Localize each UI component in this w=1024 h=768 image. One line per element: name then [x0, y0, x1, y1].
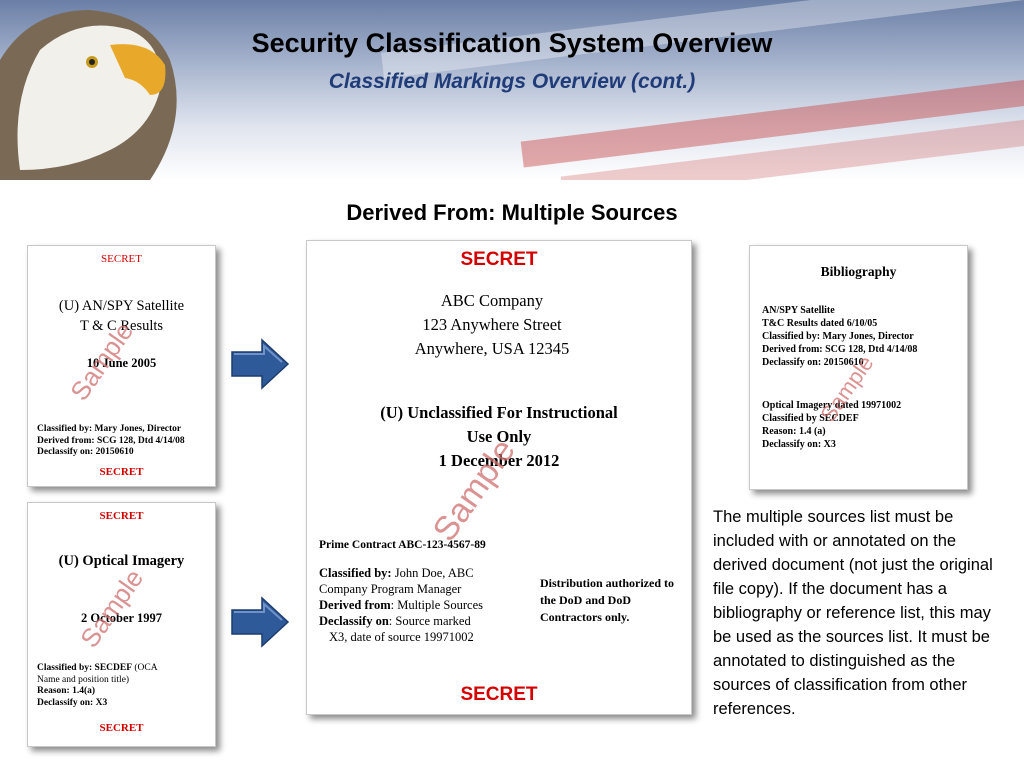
declassify-value: : Source marked	[388, 614, 471, 628]
entry-line: T&C Results dated 6/10/05	[762, 318, 878, 329]
company-name: ABC Company	[440, 291, 544, 310]
declassify-value: X3, date of source 19971002	[329, 630, 474, 644]
bibliography-entry: AN/SPY Satellite T&C Results dated 6/10/…	[762, 304, 917, 369]
section-heading: Derived From: Multiple Sources	[346, 200, 678, 225]
classified-by: Classified by: John Doe, ABC	[319, 565, 534, 581]
document-date: 2 October 1997	[80, 611, 162, 625]
distribution-statement: Distribution authorized to the DoD and D…	[540, 576, 675, 624]
header-banner	[0, 0, 1024, 180]
bibliography-entry: Optical Imagery dated 19971002 Classifie…	[762, 399, 901, 451]
classification-block: Classified by: Mary Jones, Director Deri…	[37, 424, 185, 459]
entry-line: Classified by: Mary Jones, Director	[762, 331, 914, 342]
classification-marking-bottom: SECRET	[99, 722, 144, 734]
arrow-right-icon	[231, 596, 290, 648]
entry-line: Declassify on: 20150610	[762, 357, 864, 368]
classification-marking-top: SECRET	[99, 510, 144, 522]
classified-by-value: John Doe, ABC	[391, 566, 474, 580]
classification-block: Classified by: SECDEF (OCA Name and posi…	[37, 663, 158, 709]
classification-marking-bottom: SECRET	[460, 684, 538, 705]
contract-number: Prime Contract ABC-123-4567-89	[319, 539, 486, 551]
title-line: T & C Results	[79, 318, 164, 334]
derived-from-label: Derived from	[319, 598, 391, 612]
entry-line: Derived from: SCG 128, Dtd 4/14/08	[762, 344, 918, 355]
derived-document: SECRET ABC Company 123 Anywhere Street A…	[306, 240, 692, 715]
declassify-on: Declassify on: Source marked	[319, 613, 534, 629]
page-title: Security Classification System Overview	[251, 28, 773, 58]
title-line: (U) AN/SPY Satellite	[58, 298, 185, 314]
address-city: Anywhere, USA 12345	[414, 339, 570, 358]
document-date: 1 December 2012	[438, 451, 560, 470]
eagle-logo	[0, 10, 177, 180]
classified-by-value: Company Program Manager	[319, 582, 462, 596]
sample-watermark: Sample	[74, 563, 150, 653]
bibliography-document: Bibliography AN/SPY Satellite T&C Result…	[749, 245, 968, 490]
entry-line: Optical Imagery dated 19971002	[762, 400, 902, 411]
declassify-on: Declassify on: 20150610	[37, 447, 134, 457]
classification-marking-bottom: SECRET	[99, 466, 144, 478]
title-line: Use Only	[466, 427, 532, 446]
classified-by: Classified by: SECDEF (OCA	[37, 663, 158, 675]
document-title: (U) AN/SPY Satellite T & C Results	[28, 296, 215, 336]
derived-from: Derived from: Multiple Sources	[319, 597, 534, 613]
document-title: (U) Optical Imagery	[58, 553, 185, 569]
title-line: (U) Unclassified For Instructional	[380, 403, 618, 422]
page-subtitle: Classified Markings Overview (cont.)	[328, 70, 696, 93]
bibliography-heading: Bibliography	[820, 264, 897, 279]
classification-marking-top: SECRET	[101, 253, 142, 265]
derived-from-value: : Multiple Sources	[390, 598, 483, 612]
entry-line: Declassify on: X3	[762, 439, 836, 450]
source-document-imagery: SECRET (U) Optical Imagery 2 October 199…	[27, 502, 216, 747]
classified-by-label: Classified by:	[319, 566, 392, 580]
explanatory-note: The multiple sources list must be includ…	[713, 508, 993, 718]
classified-by-value: (OCA	[132, 663, 158, 673]
classified-by: Classified by: Mary Jones, Director	[37, 424, 182, 434]
declassify-label: Declassify on	[319, 614, 389, 628]
entry-line: AN/SPY Satellite	[762, 305, 835, 316]
reason: Reason: 1.4(a)	[37, 686, 96, 696]
classified-by-label: Classified by: SECDEF	[37, 663, 133, 673]
arrow-right-icon	[231, 338, 290, 390]
classified-by-value: Name and position title)	[37, 674, 130, 685]
source-document-satellite: SECRET (U) AN/SPY Satellite T & C Result…	[27, 245, 216, 487]
document-date: 10 June 2005	[86, 356, 157, 370]
company-address: ABC Company 123 Anywhere Street Anywhere…	[307, 289, 677, 361]
classification-block: Classified by: John Doe, ABC Company Pro…	[319, 565, 534, 645]
document-title: (U) Unclassified For Instructional Use O…	[307, 401, 691, 473]
derived-from: Derived from: SCG 128, Dtd 4/14/08	[37, 435, 185, 446]
declassify-on: Declassify on: X3	[37, 697, 108, 708]
address-street: 123 Anywhere Street	[422, 315, 562, 334]
entry-line: Reason: 1.4 (a)	[762, 426, 826, 437]
entry-line: Classified by SECDEF	[762, 413, 859, 424]
classification-marking-top: SECRET	[460, 249, 538, 270]
